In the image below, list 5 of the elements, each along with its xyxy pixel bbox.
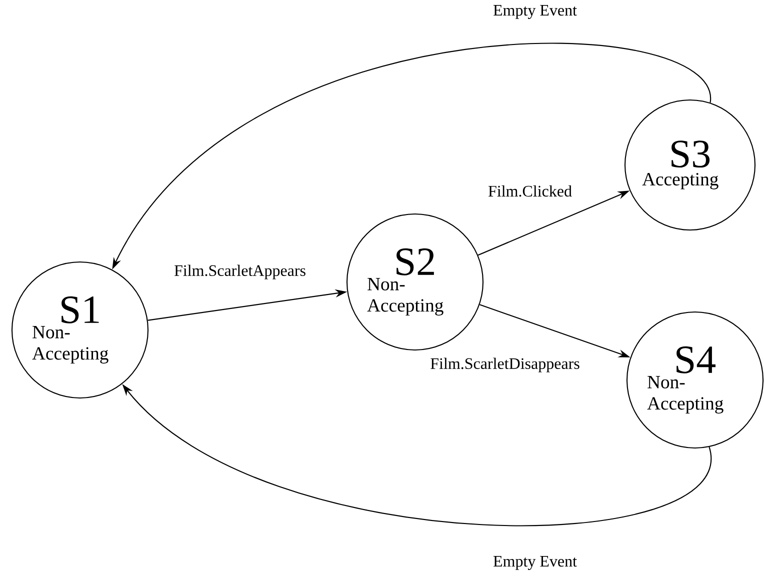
edge-label: Film.ScarletDisappears [428, 356, 582, 374]
edge-label: Empty Event [492, 554, 578, 572]
edge-label: Empty Event [492, 4, 578, 20]
edge-label: Film.Clicked [486, 184, 574, 198]
edge-label: Film.ScarletAppears [172, 263, 308, 281]
